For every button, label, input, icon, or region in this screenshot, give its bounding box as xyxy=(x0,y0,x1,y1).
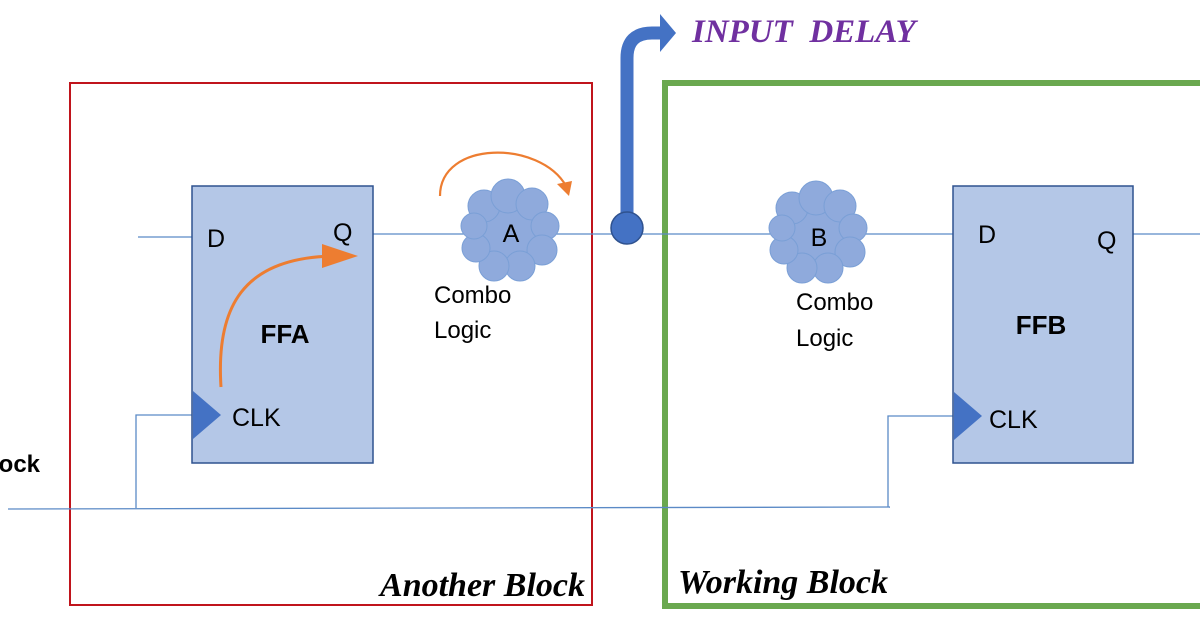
combo-b-id-label: B xyxy=(811,224,828,252)
ffa-name-label: FFA xyxy=(260,319,309,349)
combo-b-cloud xyxy=(768,180,868,284)
combo-a-delay-arrowhead xyxy=(557,181,572,196)
ffa-q-pin-label: Q xyxy=(333,219,352,247)
ffa-clk-to-q-arrow xyxy=(218,254,339,388)
ffb-flipflop xyxy=(952,185,1134,464)
working-block-label: Working Block xyxy=(678,564,888,601)
another-block-outline xyxy=(69,82,593,606)
combo-a-caption-line1: Combo xyxy=(434,282,511,309)
another-block-label: Another Block xyxy=(378,567,585,604)
combo-b-caption-line2: Logic xyxy=(796,325,853,352)
ffb-q-pin-label: Q xyxy=(1097,227,1116,255)
ffa-clk-to-q-arrowhead xyxy=(322,244,358,268)
input-delay-arrowhead xyxy=(660,14,676,52)
clock-label: lock xyxy=(0,451,41,478)
input-delay-label: INPUT DELAY xyxy=(691,14,919,50)
combo-a-caption-line2: Logic xyxy=(434,317,491,344)
combo-a-delay-arc xyxy=(438,151,567,197)
ffa-clock-branch-wire xyxy=(135,414,193,508)
input-delay-probe-point xyxy=(610,211,644,245)
ffb-clk-triangle xyxy=(954,392,982,440)
combo-a-id-label: A xyxy=(503,220,520,248)
combo-a-cloud xyxy=(460,178,560,282)
ffa-d-pin-label: D xyxy=(207,225,225,253)
ffb-d-pin-label: D xyxy=(978,221,996,249)
ffb-clk-pin-label: CLK xyxy=(989,406,1038,434)
ffa-clk-pin-label: CLK xyxy=(232,404,281,432)
ffb-name-label: FFB xyxy=(1016,310,1067,340)
ffa-clk-triangle xyxy=(193,391,221,439)
combo-b-caption-line1: Combo xyxy=(796,289,873,316)
working-block-outline xyxy=(662,80,1200,609)
ffb-clock-branch-wire xyxy=(887,415,954,507)
ffa-flipflop xyxy=(191,185,374,464)
input-delay-arrow-shaft xyxy=(620,26,662,228)
clock-wire xyxy=(7,506,891,510)
